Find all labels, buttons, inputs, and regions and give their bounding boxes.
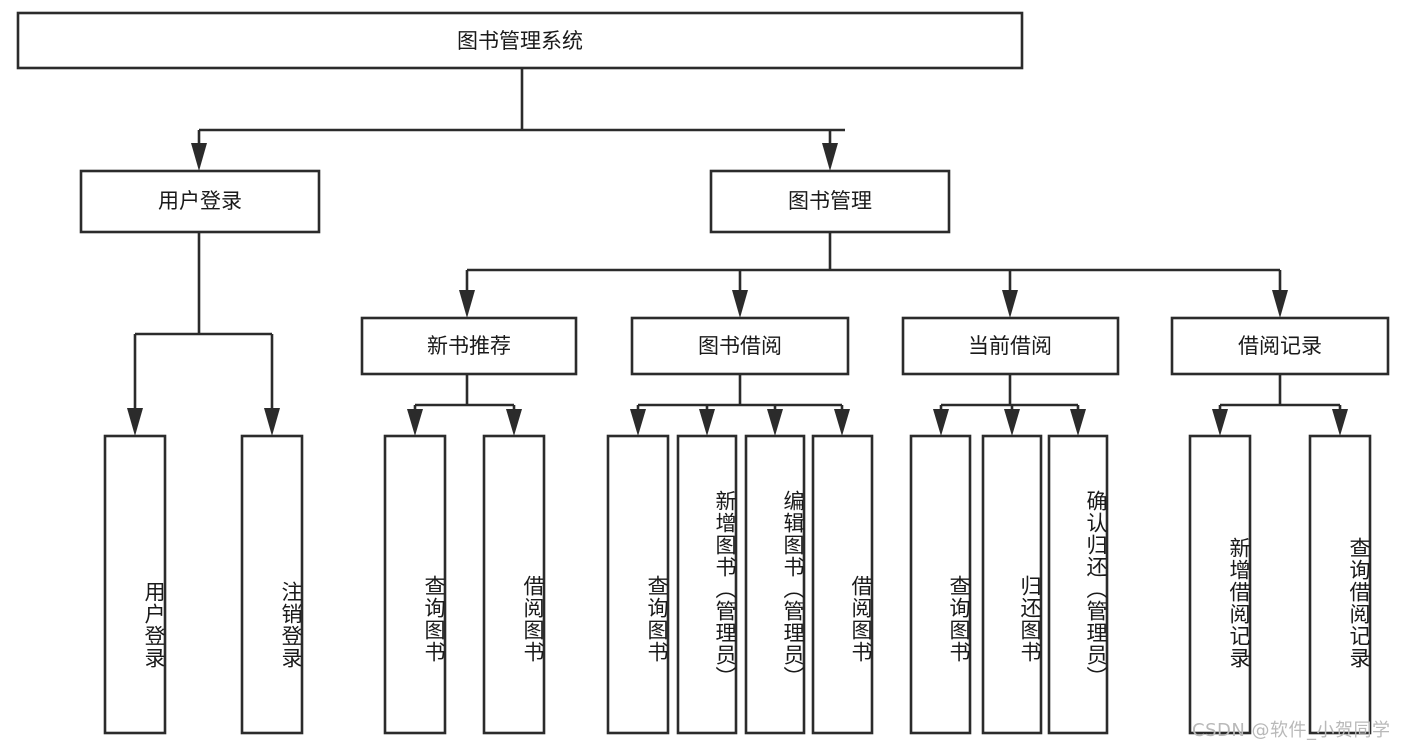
node-root-label: 图书管理系统 <box>457 29 583 53</box>
arrow-head-new-book-rec <box>459 290 475 318</box>
arrow-head-book-manage <box>822 143 838 171</box>
connector-layer <box>127 68 1348 436</box>
node-leaf-edit-book[interactable] <box>744 434 806 735</box>
node-layer: 图书管理系统 用户登录 图书管理 新书推荐 图书借阅 当前借阅 借阅记录 <box>16 11 1390 735</box>
node-borrow-record-label: 借阅记录 <box>1238 334 1322 358</box>
arrow-head-leaf-user-logout <box>264 408 280 436</box>
arrow-head-current-borrow <box>1002 290 1018 318</box>
arrow-head-borrow-record <box>1272 290 1288 318</box>
arrow-head-leaf-query-book-1 <box>407 409 423 436</box>
arrow-head-leaf-user-login <box>127 408 143 436</box>
node-leaf-user-login[interactable] <box>103 434 167 735</box>
node-leaf-return-book[interactable] <box>981 434 1043 735</box>
arrow-head-leaf-add-record <box>1212 409 1228 436</box>
csdn-watermark: CSDN @软件_小贺同学 <box>1192 720 1391 741</box>
node-book-borrow[interactable] <box>630 316 850 376</box>
node-root[interactable] <box>16 11 1024 70</box>
arrow-head-leaf-query-book-3 <box>933 409 949 436</box>
arrow-head-leaf-add-book <box>699 409 715 436</box>
node-leaf-add-record[interactable] <box>1188 434 1252 735</box>
node-borrow-record[interactable] <box>1170 316 1390 376</box>
node-new-book-rec[interactable] <box>360 316 578 376</box>
arrow-head-leaf-query-book-2 <box>630 409 646 436</box>
node-book-manage-label: 图书管理 <box>788 189 872 213</box>
arrow-head-leaf-query-record <box>1332 409 1348 436</box>
arrow-head-user-login <box>191 143 207 171</box>
node-book-manage[interactable] <box>709 169 951 234</box>
arrow-head-book-borrow <box>732 290 748 318</box>
node-leaf-confirm-return[interactable] <box>1047 434 1109 735</box>
node-leaf-add-book[interactable] <box>676 434 738 735</box>
node-book-borrow-label: 图书借阅 <box>698 334 782 358</box>
arrow-head-leaf-borrow-book-1 <box>506 409 522 436</box>
node-leaf-query-book-2[interactable] <box>606 434 670 735</box>
node-leaf-user-logout[interactable] <box>240 434 304 735</box>
arrow-head-leaf-edit-book <box>767 409 783 436</box>
node-leaf-query-book-3[interactable] <box>909 434 972 735</box>
node-leaf-query-record[interactable] <box>1308 434 1372 735</box>
node-new-book-rec-label: 新书推荐 <box>427 334 511 358</box>
node-leaf-borrow-book-1[interactable] <box>482 434 546 735</box>
node-leaf-query-book-1[interactable] <box>383 434 447 735</box>
node-user-login[interactable] <box>79 169 321 234</box>
arrow-head-leaf-return-book <box>1004 409 1020 436</box>
node-current-borrow[interactable] <box>901 316 1120 376</box>
arrow-head-leaf-borrow-book-2 <box>834 409 850 436</box>
arrow-head-leaf-confirm-return <box>1070 409 1086 436</box>
node-leaf-borrow-book-2[interactable] <box>811 434 874 735</box>
node-current-borrow-label: 当前借阅 <box>968 334 1052 358</box>
node-user-login-label: 用户登录 <box>158 189 242 213</box>
